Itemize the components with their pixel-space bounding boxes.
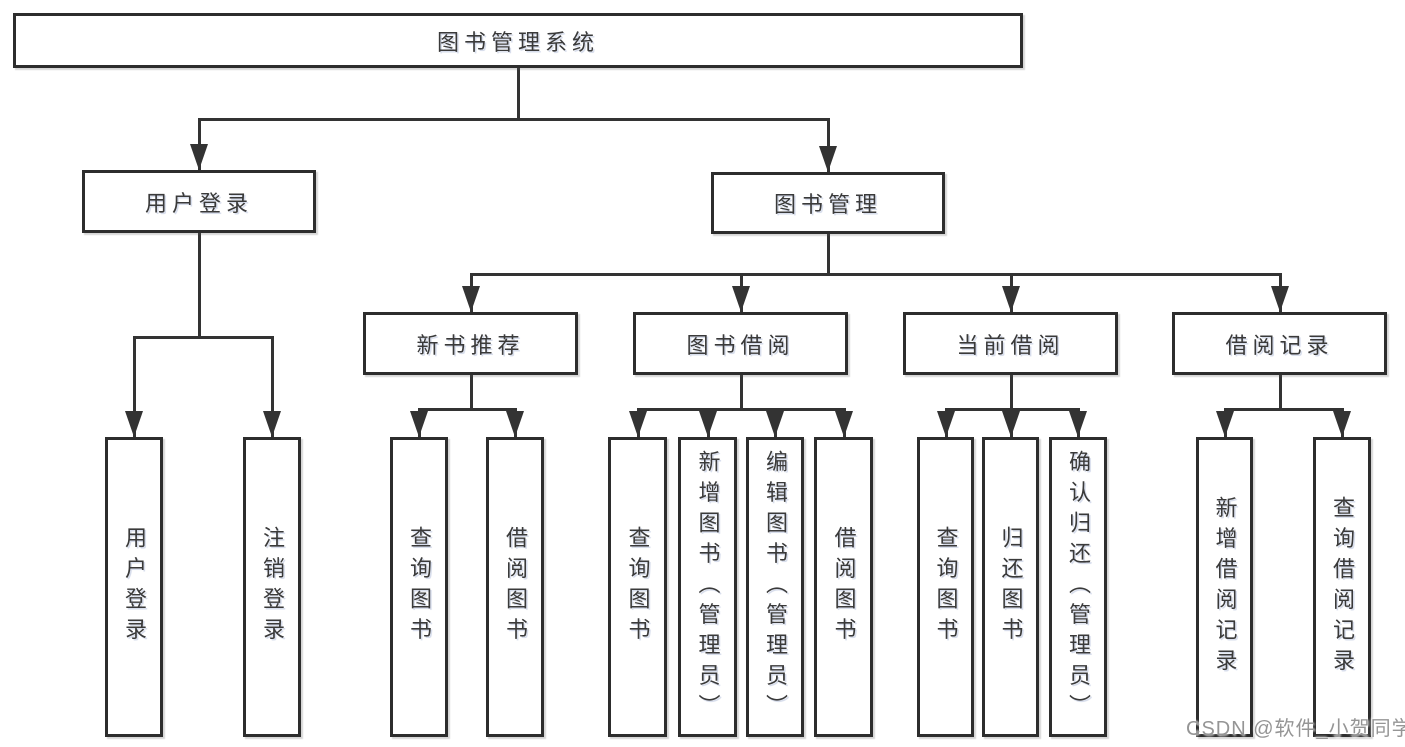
- connector-drop: [133, 336, 136, 437]
- node-label-cb-confirm-return-admin: 确认归还（管理员）: [1066, 449, 1091, 725]
- node-label-nb-query-books: 查询图书: [407, 526, 432, 648]
- arrow-down-icon: [699, 411, 717, 437]
- node-nb-borrow-books: 借阅图书: [486, 437, 544, 737]
- node-user-login-leaf: 用户登录: [105, 437, 163, 737]
- arrow-down-icon: [766, 411, 784, 437]
- connector-rail: [470, 273, 1282, 276]
- arrow-down-icon: [190, 144, 208, 170]
- connector-rail: [1224, 408, 1344, 411]
- arrow-down-icon: [1216, 411, 1234, 437]
- node-cb-return-books: 归还图书: [982, 437, 1039, 737]
- node-system-root: 图书管理系统: [13, 13, 1023, 68]
- arrow-down-icon: [819, 146, 837, 172]
- node-label-logout-leaf: 注销登录: [260, 526, 285, 648]
- connector-rail: [198, 118, 830, 121]
- connector-rail: [133, 336, 274, 339]
- connector-stem: [1010, 375, 1013, 411]
- connector-stem: [470, 375, 473, 411]
- arrow-down-icon: [1002, 411, 1020, 437]
- arrow-down-icon: [629, 411, 647, 437]
- node-logout-leaf: 注销登录: [243, 437, 301, 737]
- arrow-down-icon: [506, 411, 524, 437]
- node-label-system-root: 图书管理系统: [436, 29, 599, 55]
- node-label-bb-add-books-admin: 新增图书（管理员）: [695, 449, 721, 725]
- arrow-down-icon: [462, 286, 480, 312]
- arrow-down-icon: [410, 411, 428, 437]
- node-book-borrowing: 图书借阅: [633, 312, 848, 375]
- node-book-management-branch: 图书管理: [711, 172, 945, 234]
- arrow-down-icon: [835, 411, 853, 437]
- arrow-down-icon: [125, 411, 143, 437]
- connector-rail: [637, 408, 846, 411]
- node-label-bb-edit-books-admin: 编辑图书（管理员）: [763, 449, 788, 725]
- node-nb-query-books: 查询图书: [390, 437, 448, 737]
- watermark: CSDN @软件_小贺同学: [1186, 718, 1405, 740]
- arrow-down-icon: [732, 286, 750, 312]
- node-br-add-record: 新增借阅记录: [1196, 437, 1253, 737]
- arrow-down-icon: [937, 411, 955, 437]
- node-new-book-recommend: 新书推荐: [363, 312, 578, 375]
- node-label-borrowing-records: 借阅记录: [1225, 332, 1334, 358]
- node-label-cb-return-books: 归还图书: [998, 526, 1024, 648]
- node-label-user-login-branch: 用户登录: [144, 190, 253, 216]
- node-label-user-login-leaf: 用户登录: [122, 526, 147, 648]
- connector-drop: [271, 336, 274, 437]
- connector-stem: [198, 233, 201, 339]
- node-cb-query-books: 查询图书: [917, 437, 974, 737]
- node-label-cb-query-books: 查询图书: [933, 526, 959, 648]
- node-label-br-add-record: 新增借阅记录: [1212, 495, 1238, 679]
- node-current-borrowing: 当前借阅: [903, 312, 1118, 375]
- connector-stem: [1279, 375, 1282, 411]
- node-borrowing-records: 借阅记录: [1172, 312, 1387, 375]
- node-label-current-borrowing: 当前借阅: [956, 332, 1065, 358]
- connector-stem: [517, 68, 520, 121]
- connector-stem: [740, 375, 743, 411]
- arrow-down-icon: [1069, 411, 1087, 437]
- node-label-book-management-branch: 图书管理: [773, 192, 882, 217]
- connector-stem: [827, 234, 830, 276]
- arrow-down-icon: [263, 411, 281, 437]
- node-label-br-query-record: 查询借阅记录: [1330, 495, 1355, 679]
- node-user-login-branch: 用户登录: [82, 170, 316, 233]
- node-label-bb-query-books: 查询图书: [625, 526, 651, 648]
- arrow-down-icon: [1333, 411, 1351, 437]
- arrow-down-icon: [1271, 286, 1289, 312]
- connector-drop: [827, 118, 830, 172]
- node-label-book-borrowing: 图书借阅: [686, 332, 795, 358]
- connector-rail: [418, 408, 517, 411]
- node-bb-add-books-admin: 新增图书（管理员）: [678, 437, 737, 737]
- node-bb-edit-books-admin: 编辑图书（管理员）: [746, 437, 804, 737]
- arrow-down-icon: [1002, 286, 1020, 312]
- node-bb-borrow-books: 借阅图书: [814, 437, 873, 737]
- node-label-bb-borrow-books: 借阅图书: [831, 526, 857, 648]
- node-label-new-book-recommend: 新书推荐: [416, 332, 525, 358]
- node-bb-query-books: 查询图书: [608, 437, 667, 737]
- node-br-query-record: 查询借阅记录: [1313, 437, 1371, 737]
- node-cb-confirm-return-admin: 确认归还（管理员）: [1049, 437, 1107, 737]
- node-label-nb-borrow-books: 借阅图书: [503, 526, 528, 648]
